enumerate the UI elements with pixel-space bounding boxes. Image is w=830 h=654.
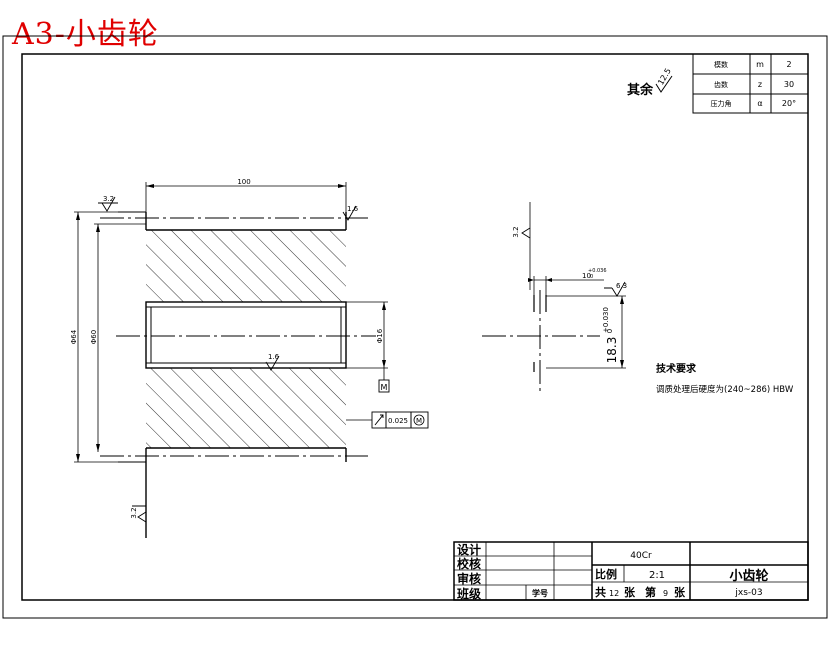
tb-sheet-unit2: 张 bbox=[674, 585, 686, 599]
tech-requirements: 技术要求 调质处理后硬度为(240~286) HBW bbox=[656, 362, 794, 395]
roughness-bottom: 3.2 bbox=[130, 507, 138, 518]
keyway-width-tol-lower: 0 bbox=[590, 274, 593, 280]
tb-total-value: 12 bbox=[609, 589, 619, 598]
keyway-depth-dim: 18.3 bbox=[605, 337, 619, 364]
param-value-0: 2 bbox=[786, 60, 791, 69]
roughness-symbol-icon bbox=[655, 75, 673, 93]
front-view: 100 Φ64 Φ60 Φ16 M 0.025 M 3.2 bbox=[70, 178, 429, 538]
keyway-width-tol-upper: +0.036 bbox=[588, 268, 607, 274]
tb-nth-value: 9 bbox=[663, 589, 668, 598]
tb-scale-label: 比例 bbox=[595, 567, 617, 581]
dim-outer-dia: Φ64 bbox=[70, 329, 78, 344]
tb-class: 班级 bbox=[457, 586, 481, 601]
param-name-1: 齿数 bbox=[714, 80, 728, 89]
roughness-general-value: 12.5 bbox=[656, 67, 673, 87]
tb-part-name: 小齿轮 bbox=[729, 568, 768, 584]
param-name-0: 模数 bbox=[714, 60, 728, 69]
runout-datum: M bbox=[416, 417, 422, 425]
roughness-icon-top-right bbox=[342, 205, 357, 221]
roughness-icon-bore bbox=[265, 355, 280, 371]
datum-label: M bbox=[381, 383, 388, 392]
tb-student-no: 学号 bbox=[532, 588, 548, 598]
bore-outline bbox=[145, 301, 347, 369]
roughness-side-vertical: 3.2 bbox=[512, 226, 520, 237]
params-table: 模数 m 2 齿数 z 30 压力角 α 20° bbox=[692, 53, 809, 114]
dim-root-dia: Φ60 bbox=[90, 330, 98, 344]
tech-req-line1: 调质处理后硬度为(240~286) HBW bbox=[656, 384, 794, 395]
param-symbol-2: α bbox=[757, 99, 762, 108]
param-symbol-1: z bbox=[758, 80, 762, 89]
roughness-top-left: 3.2 bbox=[103, 195, 114, 203]
tb-checker: 校核 bbox=[457, 556, 481, 571]
tb-total-label: 共 bbox=[595, 585, 606, 599]
tb-designer: 设计 bbox=[457, 542, 481, 557]
roughness-keyway: 6.3 bbox=[616, 282, 627, 290]
general-roughness: 其余 12.5 bbox=[627, 67, 673, 98]
tb-scale-value: 2:1 bbox=[649, 570, 665, 581]
param-name-2: 压力角 bbox=[711, 99, 732, 108]
dim-bore: Φ16 bbox=[376, 328, 384, 343]
side-view: 3.2 10 +0.036 0 6.3 18.3 +0.030 0 bbox=[482, 202, 627, 392]
hatch-lower bbox=[146, 368, 346, 448]
tb-nth-label: 第 bbox=[645, 585, 656, 599]
roughness-icon-bottom bbox=[132, 505, 147, 523]
inner-border bbox=[21, 53, 809, 601]
sheet-title: A3-小齿轮 bbox=[12, 17, 159, 52]
outer-border bbox=[2, 35, 828, 619]
tb-drawing-no: jxs-03 bbox=[734, 588, 762, 598]
keyway-width-dim: 10 bbox=[582, 272, 591, 280]
param-value-1: 30 bbox=[784, 80, 794, 89]
tb-sheet-unit: 张 bbox=[624, 585, 636, 599]
hatch-upper bbox=[146, 230, 346, 302]
dim-length: 100 bbox=[237, 178, 250, 186]
title-block: 设计 校核 审核 班级 学号 40Cr 比例 2:1 小齿轮 共 12 张 第 … bbox=[453, 541, 809, 601]
param-symbol-0: m bbox=[756, 60, 764, 69]
keyway-depth-tol-lower: 0 bbox=[606, 329, 614, 333]
roughness-general-label: 其余 bbox=[627, 82, 654, 98]
keyway-depth-tol-upper: +0.030 bbox=[602, 307, 610, 333]
tb-reviewer: 审核 bbox=[457, 571, 481, 586]
tech-req-title: 技术要求 bbox=[656, 362, 697, 375]
roughness-top-right: 1.6 bbox=[347, 205, 359, 213]
roughness-icon-side-vertical bbox=[521, 227, 531, 239]
runout-arrow-icon bbox=[374, 414, 384, 426]
param-value-2: 20° bbox=[782, 99, 796, 108]
tb-material: 40Cr bbox=[630, 551, 652, 561]
roughness-bore: 1.6 bbox=[268, 353, 280, 361]
roughness-icon-top-left bbox=[98, 196, 118, 212]
runout-tolerance: 0.025 bbox=[388, 417, 408, 425]
